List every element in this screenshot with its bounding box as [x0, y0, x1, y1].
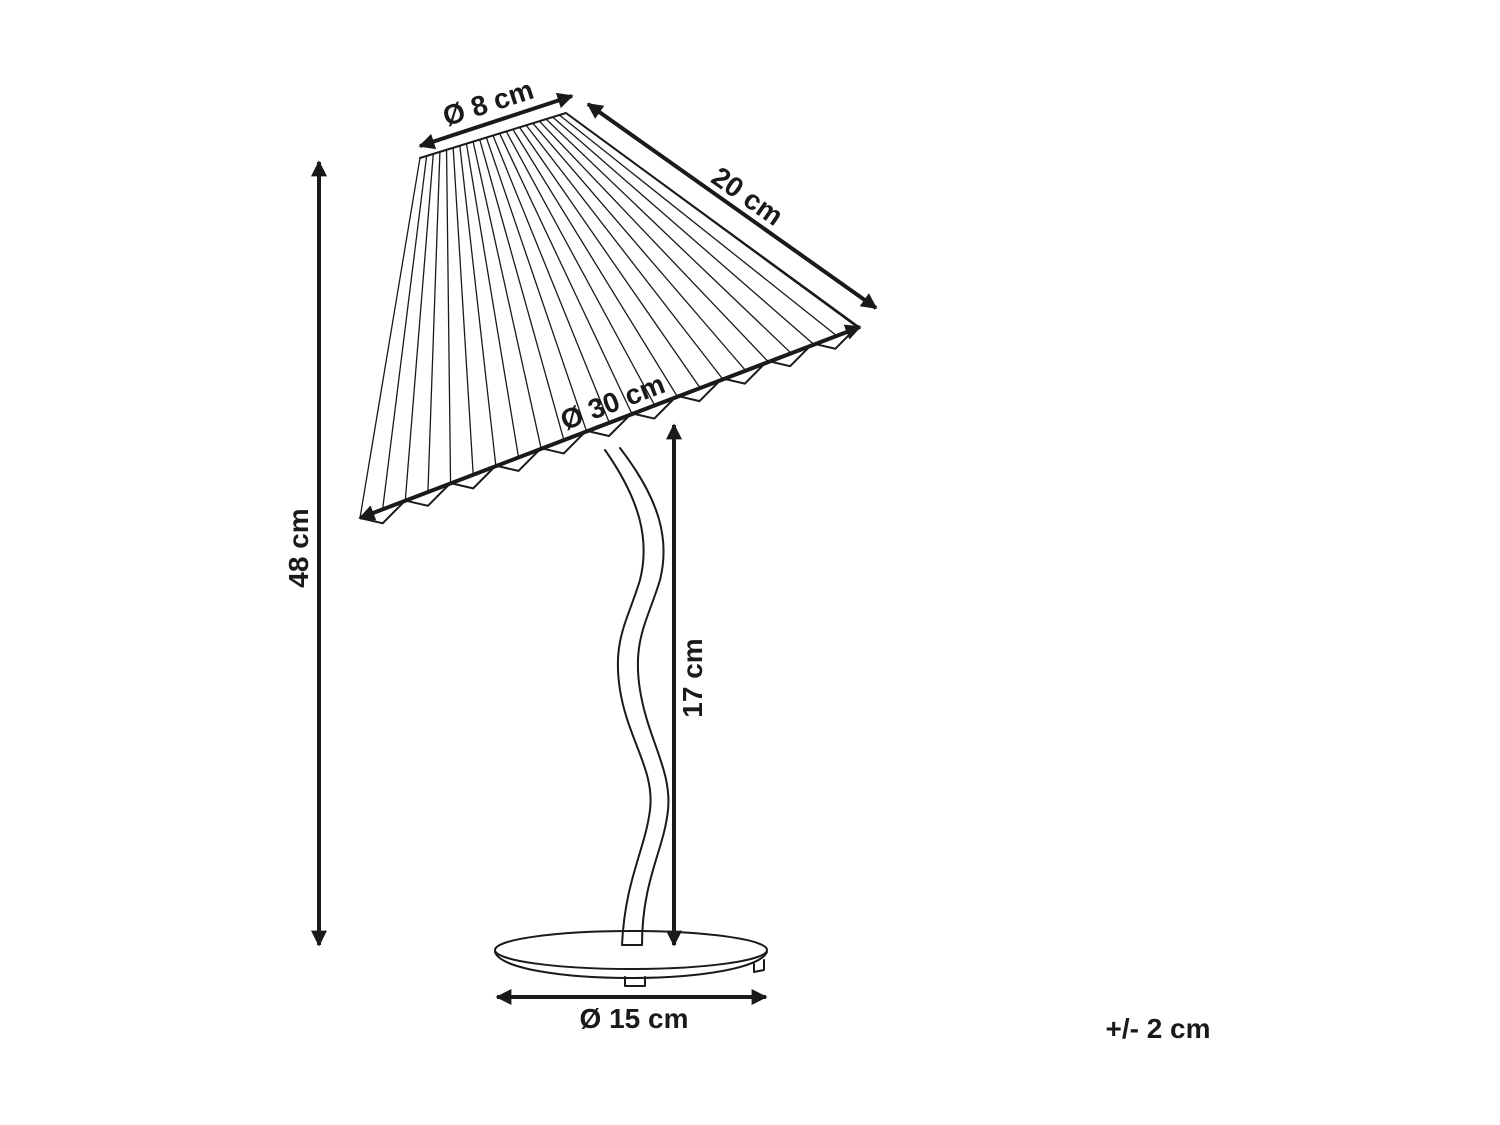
- shade-pleat-line: [532, 122, 746, 371]
- label-base-diameter: Ø 15 cm: [580, 1003, 689, 1034]
- shade-pleat-line: [492, 135, 610, 423]
- shade-pleat-line: [465, 143, 520, 458]
- dimension-shade-slant: 20 cm: [586, 102, 878, 310]
- label-total-height: 48 cm: [283, 508, 314, 587]
- shade-pleat-line: [452, 147, 474, 475]
- shade-pleat-line: [472, 141, 542, 449]
- lamp-base: [494, 930, 768, 987]
- label-bottom-diameter: Ø 30 cm: [556, 368, 669, 436]
- shade-pleat-line: [479, 139, 565, 440]
- tolerance-note: +/- 2 cm: [1105, 1013, 1210, 1044]
- dimension-total-height: 48 cm: [283, 160, 327, 947]
- label-stem-height: 17 cm: [677, 638, 708, 717]
- shade-pleat-line: [359, 157, 421, 519]
- dimension-bottom-diameter: Ø 30 cm: [358, 324, 862, 521]
- shade-pleat-line: [459, 145, 497, 466]
- shade-pleat-line: [538, 120, 768, 362]
- lamp-stem: [604, 447, 670, 946]
- dimension-base-diameter: Ø 15 cm: [495, 989, 768, 1034]
- shade-pleat-line: [381, 155, 428, 510]
- shade-pleat-line: [558, 114, 836, 336]
- shade-pleat-line: [552, 116, 814, 344]
- shade-pleat-line: [545, 118, 791, 353]
- shade-pleat-line: [445, 149, 452, 484]
- dimension-stem-height: 17 cm: [666, 423, 708, 947]
- lamp-shade: [359, 112, 859, 525]
